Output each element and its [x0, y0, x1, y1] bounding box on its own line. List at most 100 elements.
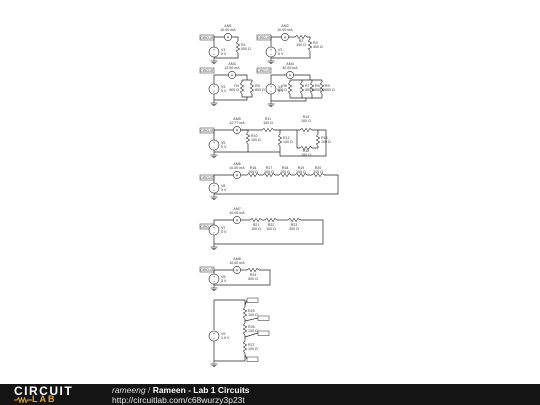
minus-sign: − — [213, 230, 216, 235]
plus-sign: + — [213, 47, 216, 52]
resistor-value: 100 Ω — [280, 170, 290, 174]
circuit-url[interactable]: http://circuitlab.com/c68wurzy3p23t — [112, 394, 245, 405]
resistor-value: 100 Ω — [251, 138, 261, 142]
source-name: V3 — [221, 85, 225, 89]
ground-icon — [210, 99, 218, 106]
resistor-label: R3 — [313, 41, 318, 45]
ammeter-name: AM4 — [286, 62, 293, 66]
wire — [213, 174, 234, 183]
circuit-tag: CIRCUIT — [199, 174, 215, 181]
wire — [279, 129, 327, 157]
resistor-value: 100 Ω — [251, 227, 261, 231]
resistor-value: 300 Ω — [289, 227, 299, 231]
wire — [248, 146, 281, 153]
source-value: 5 V — [221, 279, 227, 283]
author-link[interactable]: rameeng — [112, 385, 146, 395]
resistor-value: 500 Ω — [315, 88, 325, 92]
plus-sign: + — [213, 274, 216, 279]
ammeter-symbol: A — [231, 73, 234, 77]
circuit-tag-text: CIRCUIT — [200, 129, 213, 133]
resistor-value: 800 Ω — [255, 88, 265, 92]
resistor-label: R16 — [250, 166, 257, 170]
source-value: 5 V — [278, 89, 284, 93]
source-name: V4 — [278, 85, 282, 89]
ground-icon — [267, 57, 275, 64]
resistor-label: R20 — [315, 166, 322, 170]
circuit-tag-text: CIRCUIT — [200, 69, 213, 73]
wire — [293, 74, 311, 80]
resistor-label: R5 — [255, 84, 260, 88]
ground-icon — [267, 100, 275, 107]
ammeter-name: AM3 — [228, 62, 235, 66]
resistor-value: 100 Ω — [248, 347, 258, 351]
circuit-tag: CIRCUIT — [256, 34, 272, 41]
plus-sign: + — [213, 183, 216, 188]
wire — [213, 53, 239, 59]
plus-sign: + — [213, 140, 216, 145]
plus-sign: + — [270, 84, 273, 89]
logo-text-top: CIRCUIT — [14, 384, 74, 398]
wire — [274, 129, 281, 134]
waveform-icon — [14, 397, 32, 403]
resistor-value: 800 Ω — [229, 88, 239, 92]
resistor-label: R23 — [291, 223, 298, 227]
resistor-label: R14 — [321, 136, 328, 140]
resistor-value: 100 Ω — [296, 170, 306, 174]
circuit-tag-text: CIRCUIT — [200, 36, 213, 40]
resistor-value: 500 Ω — [305, 88, 315, 92]
ammeter-reading: 10.00 mA — [220, 28, 236, 32]
plus-sign: + — [213, 84, 216, 89]
source-value: 5 V — [221, 52, 227, 56]
ammeter-symbol: A — [236, 173, 239, 177]
voltage-source: +−V91.5 V — [208, 330, 230, 342]
resistor-label: R1 — [241, 43, 246, 47]
voltage-source: +−V85 V — [208, 273, 227, 285]
minus-sign: − — [213, 145, 216, 150]
wire — [213, 269, 234, 274]
ammeter-reading: 12.77 mA — [229, 121, 245, 125]
ammeter-symbol: A — [236, 218, 239, 222]
resistor-label: R21 — [253, 223, 260, 227]
circuit-title-line: rameeng / Rameen - Lab 1 Circuits — [112, 386, 250, 395]
ground-icon — [210, 151, 218, 158]
ammeter-reading: 10.00 mA — [229, 166, 245, 170]
circuit-tag-text: CIRCUIT — [200, 268, 213, 272]
ammeter-reading: 10.00 mA — [277, 28, 293, 32]
title-separator: / — [147, 385, 151, 395]
resistor-label: R26 — [248, 325, 255, 329]
circuitlab-logo[interactable]: CIRCUIT LAB — [14, 385, 94, 404]
probe-tag — [246, 356, 259, 362]
circuit-tag-text: CIRCUIT — [200, 225, 213, 229]
resistor-label: R12 — [283, 136, 290, 140]
resistor-value: 100 Ω — [248, 170, 258, 174]
ammeter-name: AM2 — [281, 24, 288, 28]
resistor-value: 500 Ω — [241, 47, 251, 51]
ammeter-name: AM5 — [233, 117, 240, 121]
plus-sign: + — [213, 331, 216, 336]
ammeter-name: AM6 — [233, 162, 240, 166]
source-name: V7 — [221, 226, 225, 230]
source-name: V1 — [221, 48, 225, 52]
source-value: 1.5 V — [221, 336, 230, 340]
wire — [213, 219, 324, 245]
